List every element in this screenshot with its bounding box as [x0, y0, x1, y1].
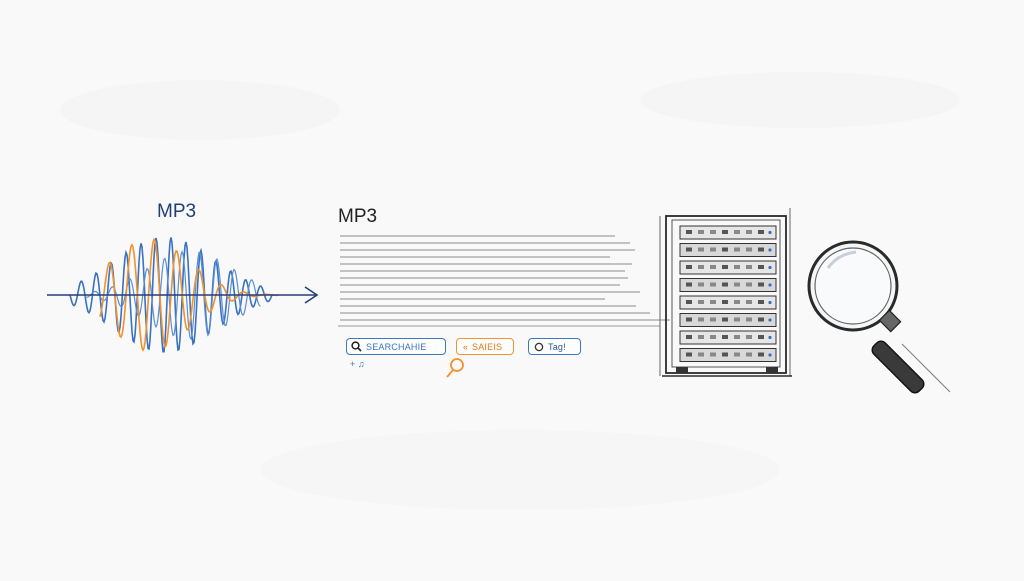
server-led [768, 283, 772, 287]
server-port [698, 230, 704, 234]
server-port [686, 300, 692, 304]
server-port [686, 335, 692, 339]
server-port [734, 230, 740, 234]
server-port [746, 317, 752, 322]
search-icon [351, 341, 362, 352]
server-port [710, 247, 716, 252]
server-port [698, 282, 704, 287]
background-texture [60, 72, 960, 510]
server-port [734, 247, 740, 252]
server-port [722, 317, 728, 322]
small-magnifier-icon [446, 358, 464, 378]
server-port [746, 265, 752, 269]
server-port [758, 230, 764, 234]
server-port [686, 317, 692, 322]
server-port [710, 335, 716, 339]
search-button[interactable]: SEARCHAHIE [346, 338, 446, 355]
document-title: MP3 [338, 206, 378, 227]
server-port [722, 265, 728, 269]
server-led [768, 230, 772, 235]
sort-button[interactable]: « SAIEIS [456, 338, 514, 355]
server-port [698, 335, 704, 339]
waveform-blue-trace [69, 237, 273, 353]
server-port [686, 247, 692, 252]
server-port [698, 247, 704, 252]
server-port [758, 282, 764, 287]
server-port [686, 230, 692, 234]
magnifier-icon [807, 240, 951, 394]
server-port [722, 282, 728, 287]
server-port [698, 352, 704, 357]
server-port [734, 335, 740, 339]
tag-button-label: Tag! [548, 341, 566, 352]
server-port [734, 317, 740, 322]
server-led [768, 300, 772, 305]
waveform-title: MP3 [157, 201, 197, 222]
server-port [710, 352, 716, 357]
server-led [768, 353, 772, 357]
sort-icon: « [463, 341, 469, 352]
server-port [746, 247, 752, 252]
server-port [758, 247, 764, 252]
sort-button-label: SAIEIS [472, 341, 503, 352]
server-port [722, 300, 728, 304]
server-port [710, 300, 716, 304]
server-port [698, 317, 704, 322]
server-port [710, 282, 716, 287]
server-port [722, 335, 728, 339]
server-port [758, 317, 764, 322]
server-port [698, 265, 704, 269]
rack-units [679, 225, 777, 362]
server-rack-icon [659, 208, 792, 377]
server-led [768, 248, 772, 252]
server-port [686, 282, 692, 287]
server-led [768, 265, 772, 270]
server-port [758, 265, 764, 269]
server-port [722, 230, 728, 234]
server-port [746, 352, 752, 357]
server-port [734, 300, 740, 304]
server-port [746, 282, 752, 287]
server-port [734, 265, 740, 269]
server-port [734, 282, 740, 287]
server-port [746, 230, 752, 234]
server-port [722, 247, 728, 252]
tag-icon [534, 342, 544, 351]
search-button-label: SEARCHAHIE [366, 341, 427, 352]
server-port [698, 300, 704, 304]
server-port [686, 265, 692, 269]
server-led [768, 335, 772, 340]
server-port [710, 317, 716, 322]
server-port [758, 335, 764, 339]
tag-button[interactable]: Tag! [528, 338, 581, 355]
music-note-caption: + ♫ [350, 359, 365, 369]
server-port [746, 335, 752, 339]
server-port [686, 352, 692, 357]
server-led [768, 318, 772, 322]
server-port [710, 265, 716, 269]
server-port [758, 352, 764, 357]
document-text-lines [340, 235, 670, 321]
arrow-right-icon [47, 286, 319, 304]
server-port [734, 352, 740, 357]
server-port [722, 352, 728, 357]
server-port [758, 300, 764, 304]
server-port [746, 300, 752, 304]
server-port [710, 230, 716, 234]
